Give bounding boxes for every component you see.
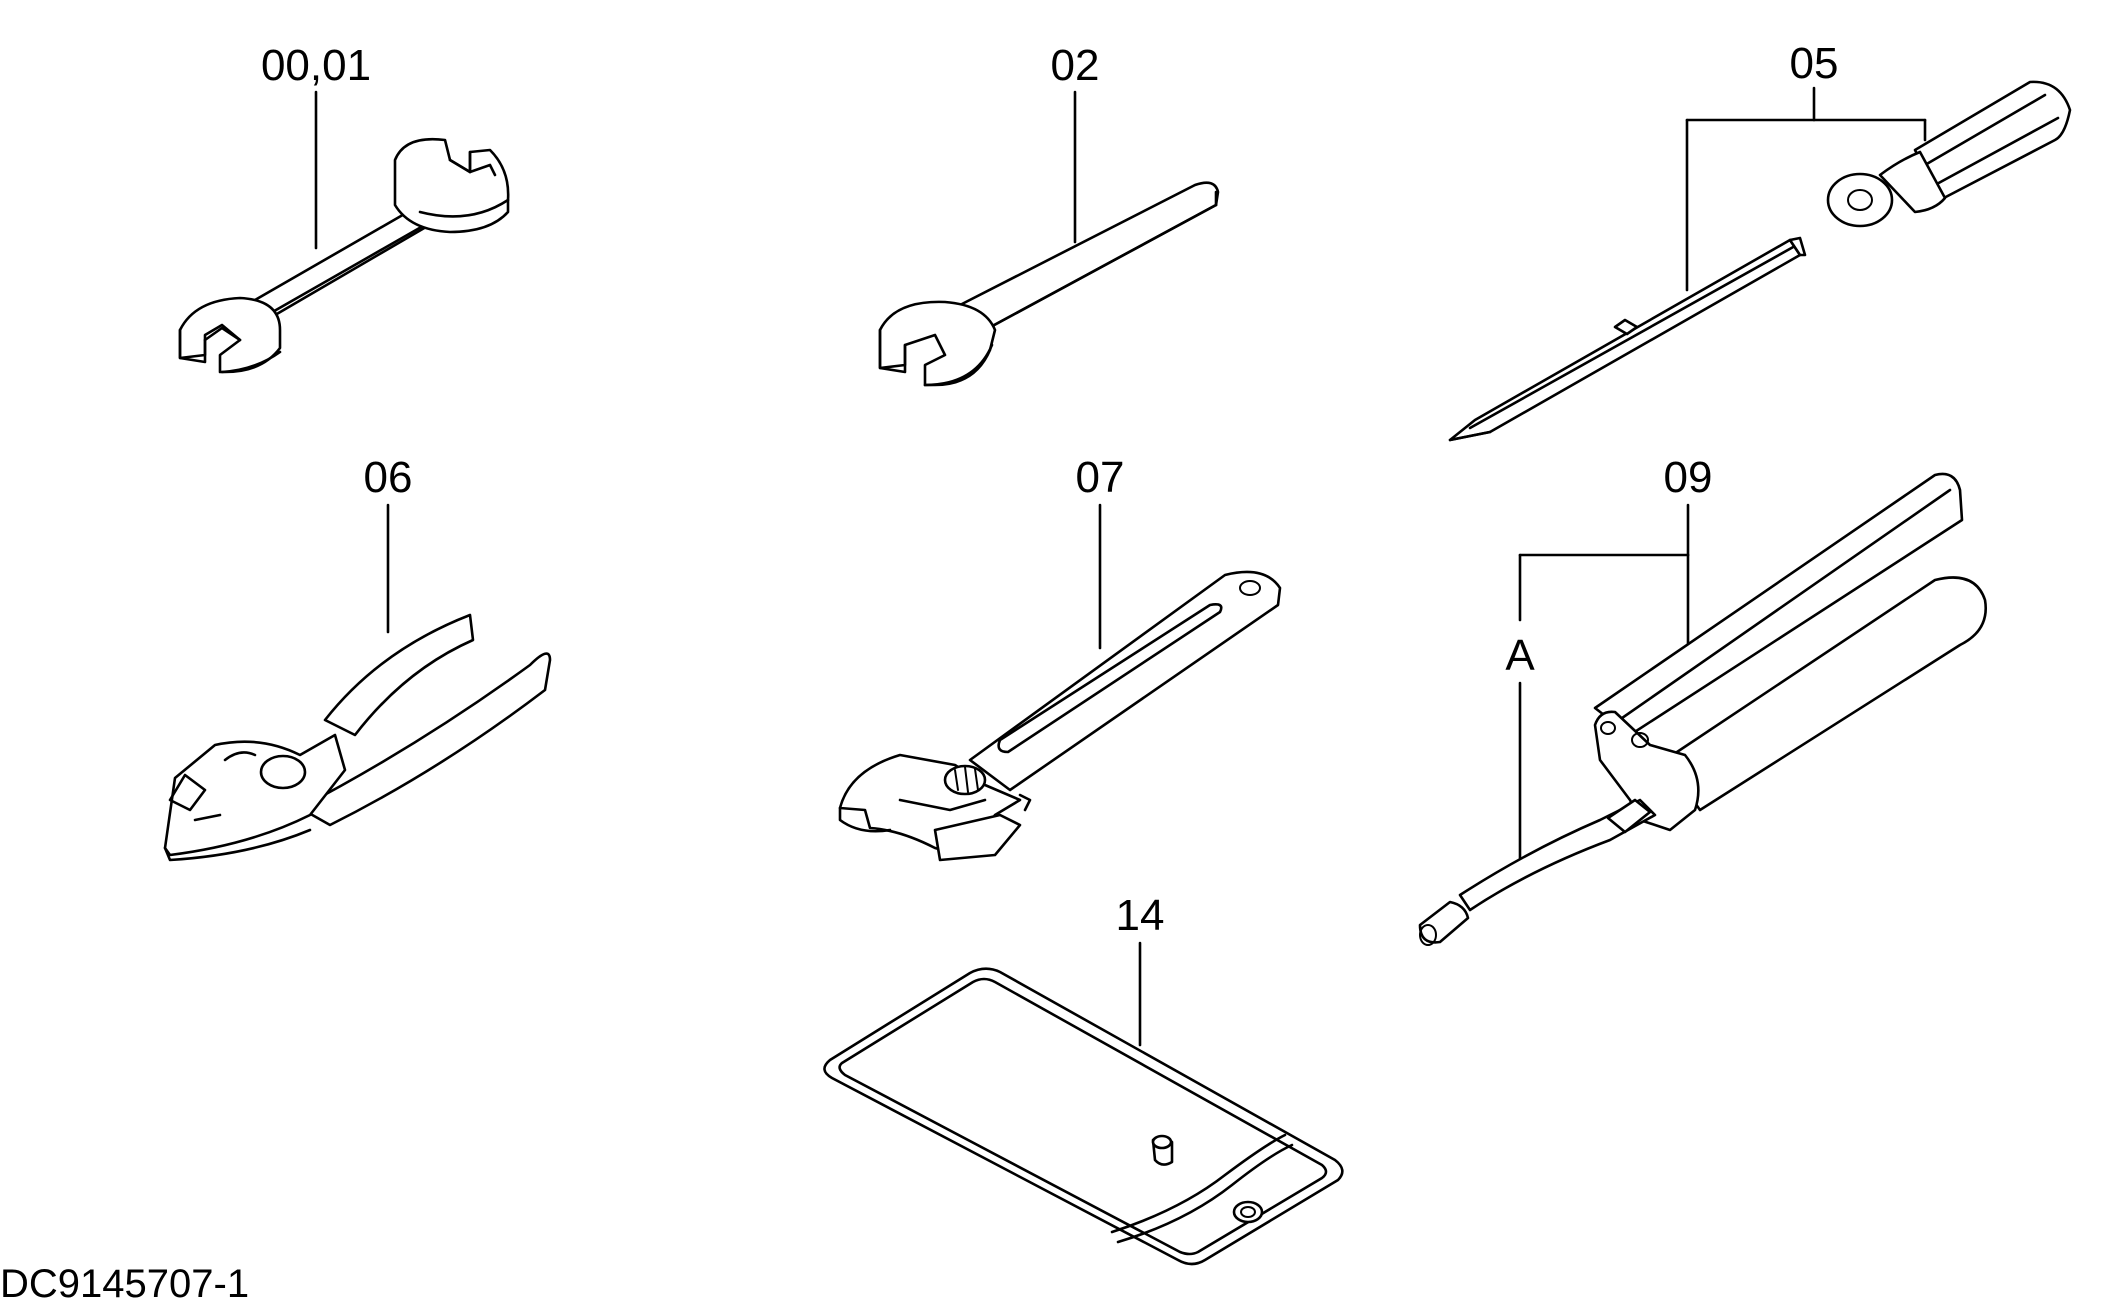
grease-gun-icon (1418, 472, 1988, 946)
callout-02: 02 (1051, 41, 1100, 90)
callout-09: 09 (1664, 453, 1713, 502)
screwdriver-icon (1448, 80, 2072, 442)
part-06: 06 (163, 453, 552, 862)
leader-09 (1518, 503, 1690, 862)
drawing-code: DC9145707-1 (0, 1262, 249, 1306)
part-09: 09 A (1418, 453, 1988, 946)
single-open-end-wrench-icon (878, 181, 1220, 387)
part-14: 14 (823, 891, 1344, 1266)
leader-05 (1685, 86, 1927, 292)
callout-07: 07 (1076, 453, 1125, 502)
double-open-end-wrench-icon (178, 137, 510, 374)
callout-A: A (1505, 631, 1535, 680)
part-07: 07 (838, 453, 1282, 862)
part-00-01: 00,01 (178, 41, 510, 374)
part-02: 02 (878, 41, 1220, 387)
callout-06: 06 (364, 453, 413, 502)
pliers-icon (163, 613, 552, 862)
callout-00-01: 00,01 (261, 41, 371, 90)
tool-bag-icon (823, 967, 1344, 1266)
adjustable-wrench-icon (838, 570, 1282, 862)
callout-05: 05 (1790, 39, 1839, 88)
part-05: 05 (1448, 39, 2072, 442)
callout-14: 14 (1116, 891, 1165, 940)
